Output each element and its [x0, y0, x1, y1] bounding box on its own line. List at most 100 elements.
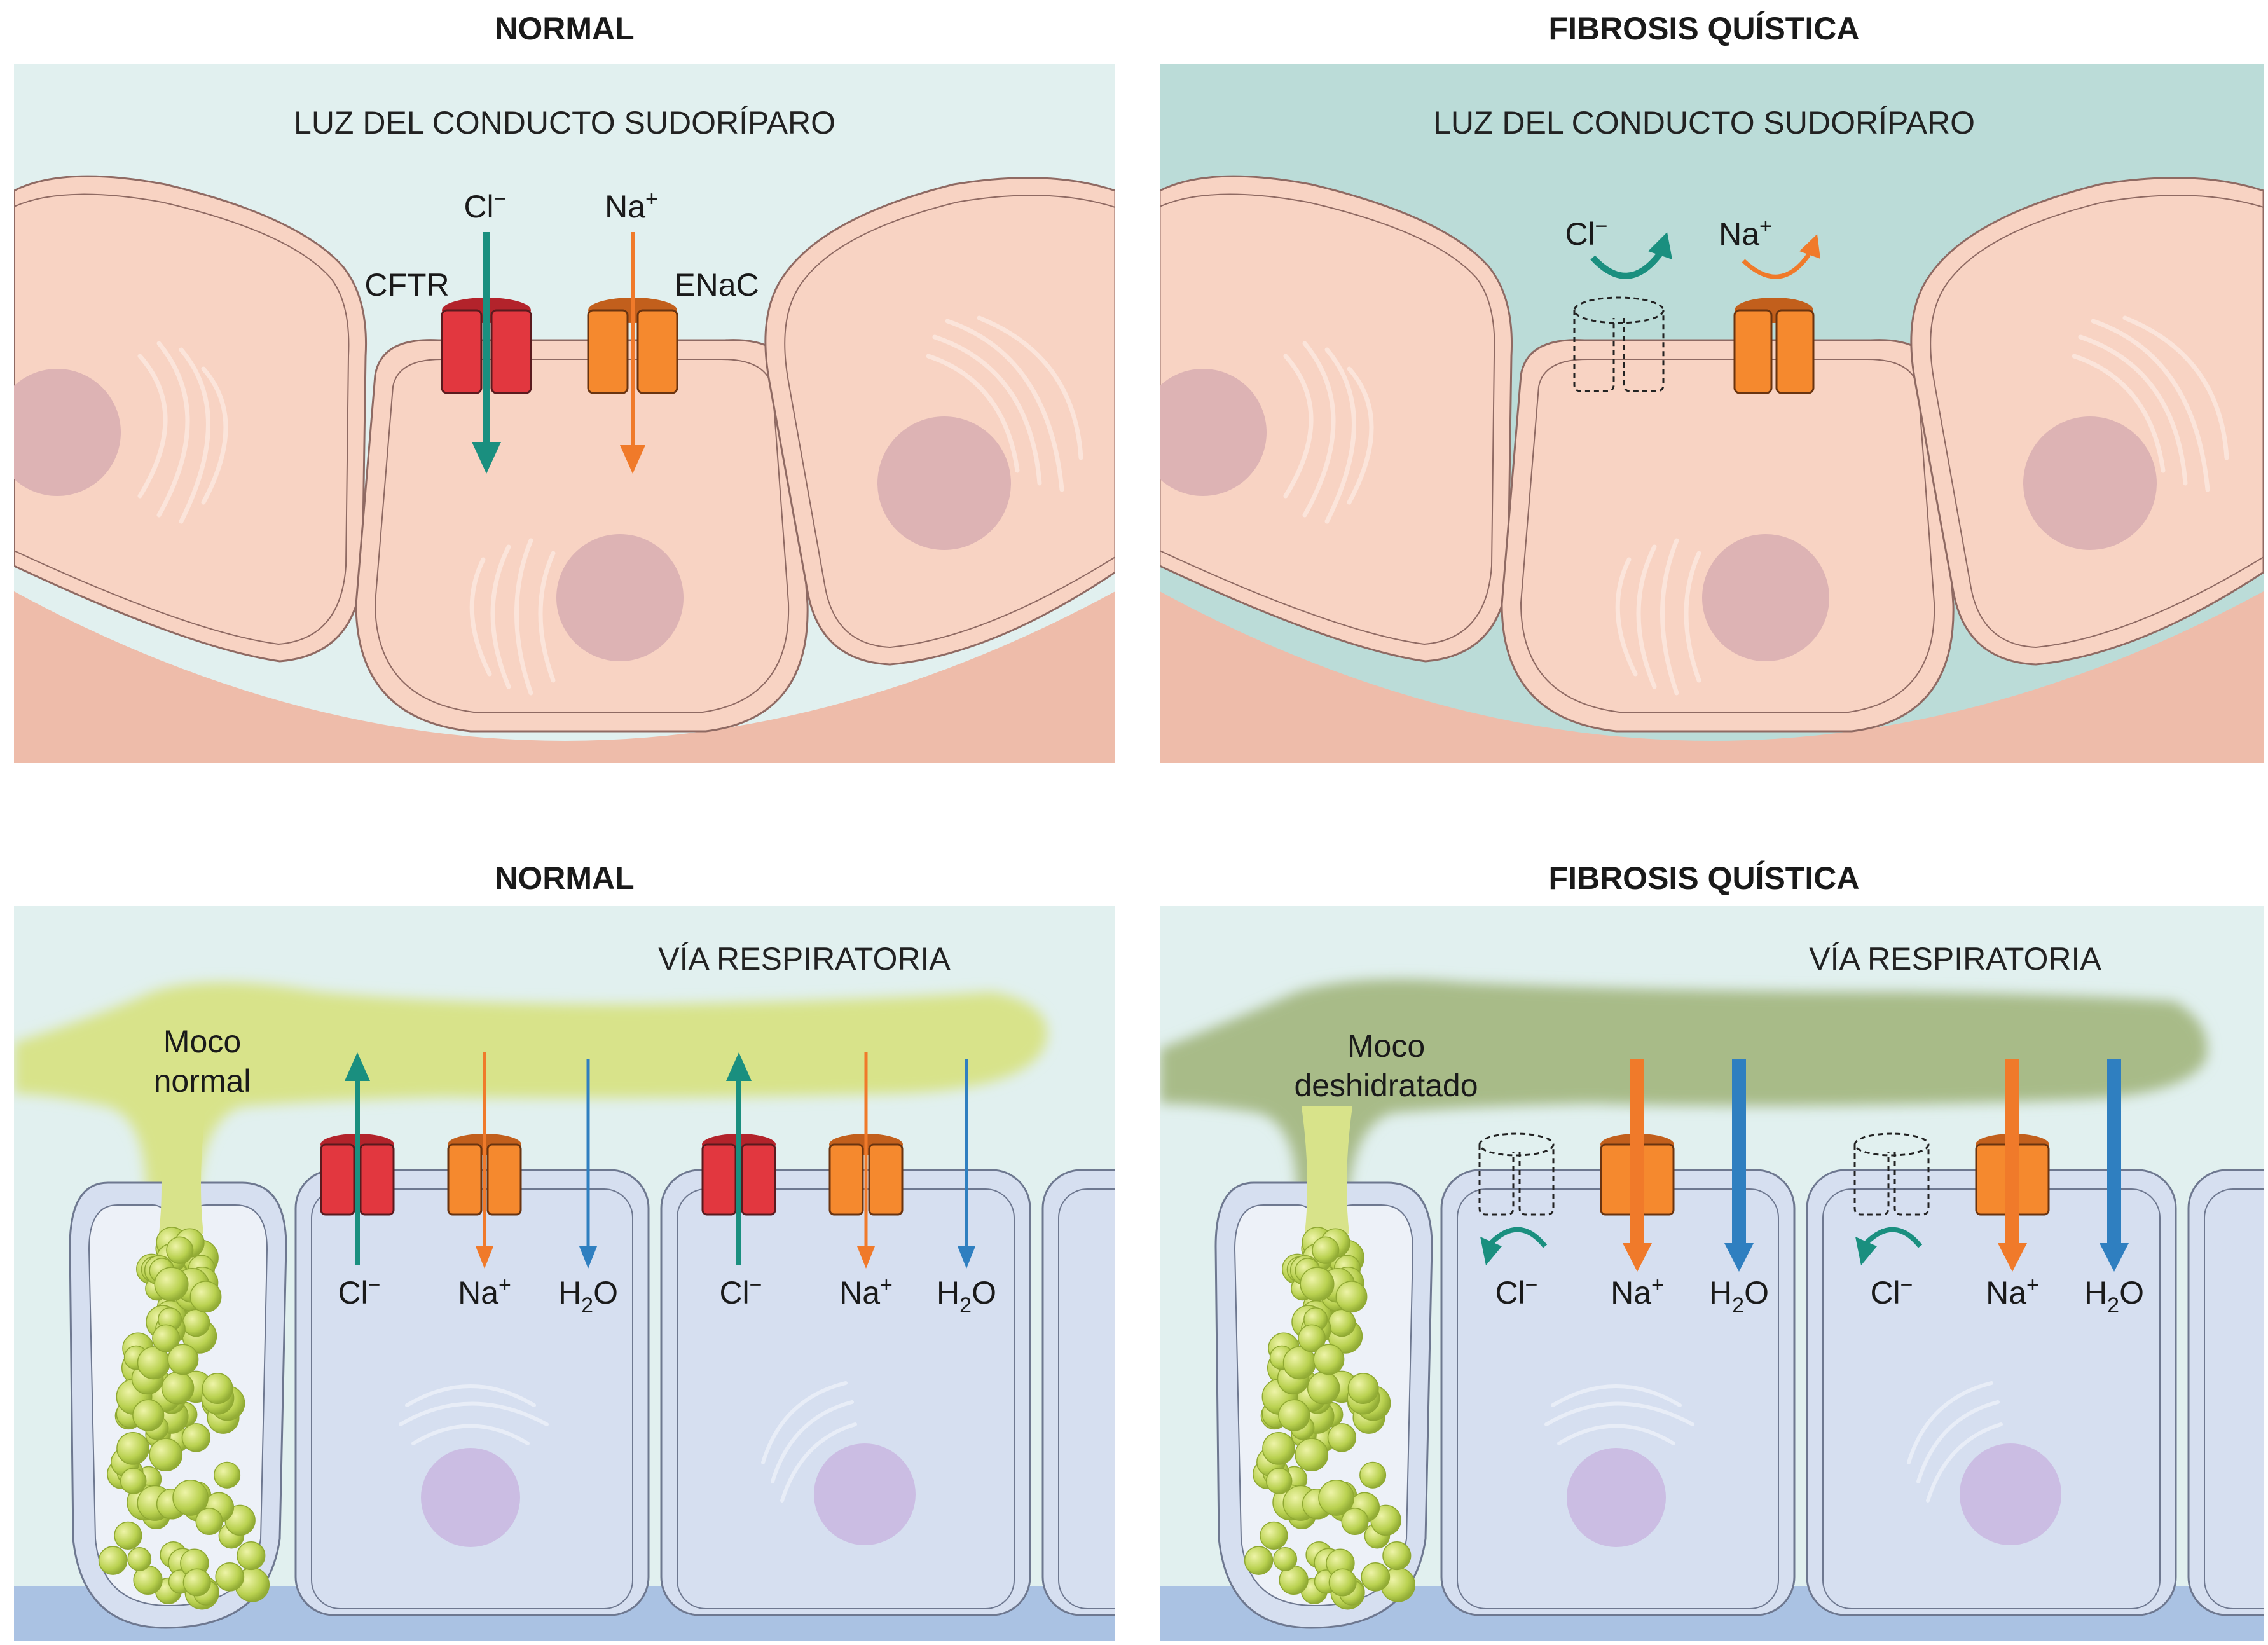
cl-curved-arrow	[1590, 252, 1662, 279]
cl-arrowhead	[726, 1052, 752, 1081]
mucus-granule	[116, 1431, 149, 1465]
epithelial-cell-right	[1910, 177, 2264, 666]
mucus-granule	[1318, 1480, 1354, 1516]
mucus-granule	[154, 1267, 189, 1302]
ion-label-na: Na+	[839, 1273, 893, 1311]
mucus-granule	[1328, 1309, 1356, 1337]
mucus-granule	[1260, 1521, 1288, 1550]
na-arrowhead	[1799, 234, 1820, 259]
mucus-granule	[1300, 1267, 1335, 1302]
nucleus	[814, 1443, 916, 1545]
mucus-granule	[195, 1507, 223, 1536]
cftr-channel	[441, 298, 532, 394]
mucus-granule	[1361, 1562, 1391, 1592]
region-label: VÍA RESPIRATORIA	[658, 941, 951, 977]
nucleus	[1160, 369, 1267, 496]
mucus-layer	[1160, 979, 2208, 1195]
mucus-granule	[1328, 1568, 1357, 1597]
ion-label-na: Na+	[1611, 1273, 1664, 1311]
epithelial-cell-center	[1501, 339, 1955, 733]
ion-label-cl: Cl−	[464, 187, 506, 224]
ion-label-na: Na+	[1986, 1273, 2039, 1311]
mucus-granule	[215, 1562, 245, 1592]
mucus-granule	[202, 1373, 233, 1405]
mucus-granule	[189, 1281, 222, 1313]
golgi	[1283, 341, 1374, 524]
panel-bottom-left: NORMAL	[14, 860, 1115, 1641]
mucus-granule	[1307, 1372, 1340, 1405]
na-arrowhead	[620, 445, 645, 474]
ion-label-cl: Cl−	[719, 1273, 762, 1311]
mucus-granule	[1298, 1324, 1326, 1352]
mucus-granule	[1265, 1468, 1293, 1494]
panel-top-left: NORMAL	[14, 11, 1115, 763]
mucus-granule	[1347, 1373, 1379, 1405]
nucleus	[2023, 416, 2157, 550]
cl-curved-arrow	[1864, 1227, 1923, 1248]
na-arrowhead	[1998, 1243, 2027, 1272]
ion-label-h2o: H2O	[1709, 1275, 1769, 1318]
mucus-granule	[98, 1546, 128, 1575]
missing-cftr-channel	[1478, 1132, 1555, 1216]
panel-title: NORMAL	[495, 11, 634, 46]
cl-arrowhead	[1855, 1237, 1877, 1265]
mucus-granule	[166, 1236, 194, 1264]
mucus-granule	[120, 1468, 147, 1494]
ion-label-na: Na+	[605, 187, 658, 224]
ion-label-cl: Cl−	[1565, 214, 1607, 252]
nucleus	[421, 1448, 520, 1547]
mucus-granule	[1359, 1461, 1387, 1489]
mucus-granule	[182, 1568, 211, 1597]
region-label: VÍA RESPIRATORIA	[1809, 941, 2101, 977]
golgi	[137, 341, 228, 524]
column-cell	[1806, 1169, 2177, 1616]
ion-label-cl: Cl−	[1870, 1273, 1913, 1311]
mucus-granule	[182, 1309, 210, 1337]
panel-bottom-right: FIBROSIS QUÍSTICA	[1160, 860, 2264, 1641]
cl-arrowhead	[1480, 1237, 1502, 1265]
golgi	[1615, 538, 1701, 696]
mucus-granule	[1382, 1541, 1412, 1571]
ion-label-h2o: H2O	[937, 1275, 996, 1318]
cl-arrowhead	[345, 1052, 370, 1081]
nucleus	[1567, 1448, 1666, 1547]
golgi	[761, 1381, 857, 1503]
mucus-granule	[167, 1344, 199, 1375]
golgi	[1907, 1381, 2003, 1503]
h2o-arrowhead	[579, 1246, 597, 1269]
enac-channel	[828, 1134, 904, 1216]
column-cell-edge	[2187, 1169, 2264, 1616]
ion-label-cl: Cl−	[338, 1273, 380, 1311]
nucleus	[14, 369, 121, 496]
column-cell	[660, 1169, 1031, 1616]
mucus-granule	[1313, 1344, 1345, 1375]
golgi	[2072, 315, 2229, 492]
mucus-granule	[1273, 1546, 1298, 1571]
mucus-granule	[181, 1423, 211, 1452]
cl-arrowhead	[1648, 232, 1672, 259]
ion-label-h2o: H2O	[558, 1275, 618, 1318]
mucus-granule	[1312, 1236, 1340, 1264]
na-curved-arrow	[1742, 253, 1811, 279]
golgi	[399, 1384, 549, 1445]
enac-channel	[447, 1134, 522, 1216]
h2o-arrowhead	[958, 1246, 975, 1269]
nucleus	[1702, 534, 1829, 661]
nucleus	[877, 416, 1011, 550]
mucus-granule	[237, 1541, 266, 1571]
ion-label-na: Na+	[458, 1273, 511, 1311]
golgi	[926, 315, 1083, 492]
column-cell	[294, 1169, 650, 1616]
panel-title: FIBROSIS QUÍSTICA	[1549, 11, 1860, 46]
mucus-granule	[172, 1480, 209, 1516]
golgi	[469, 538, 556, 696]
mucus-granule	[1244, 1546, 1274, 1575]
ion-label-h2o: H2O	[2084, 1275, 2144, 1318]
nucleus	[556, 534, 684, 661]
region-label: LUZ DEL CONDUCTO SUDORÍPARO	[1433, 105, 1975, 141]
mucus-stream	[156, 1100, 207, 1234]
enac-label: ENaC	[674, 267, 759, 303]
cl-curved-arrow	[1489, 1227, 1548, 1248]
